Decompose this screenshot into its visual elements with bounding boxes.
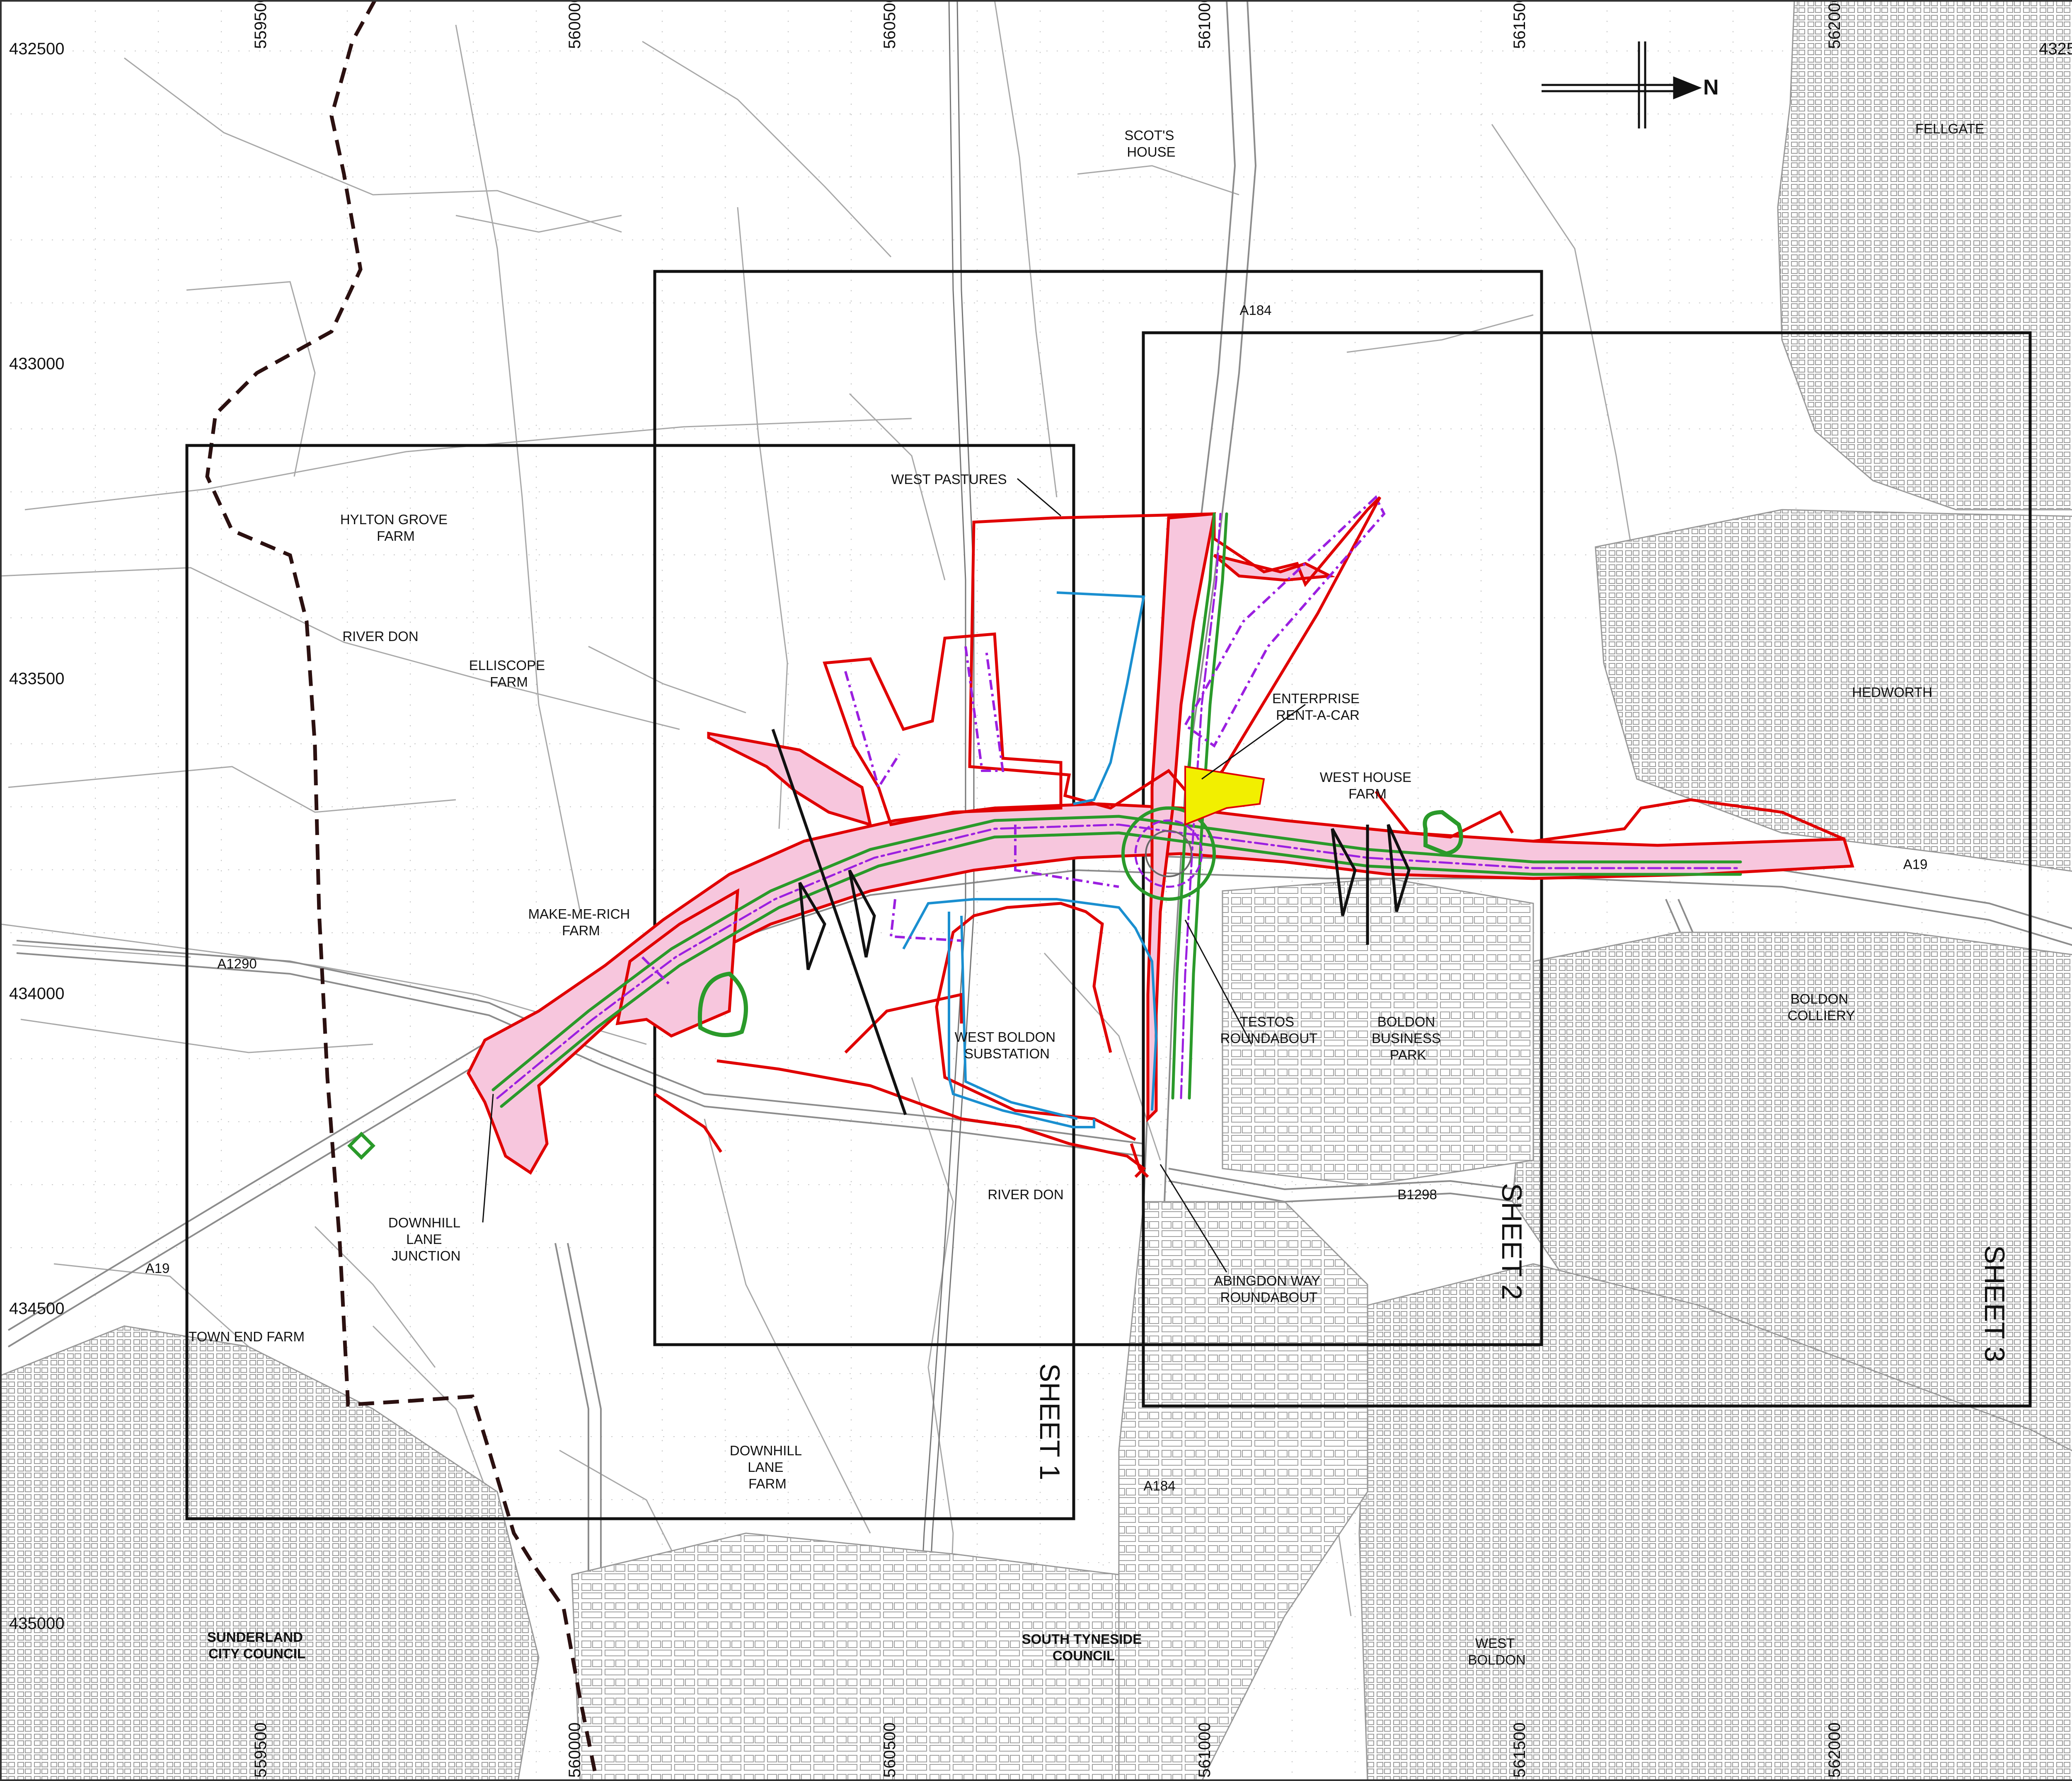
leader-lines xyxy=(482,478,1306,1273)
hedworth-urban xyxy=(1595,509,2072,872)
label-west-boldon: WEST BOLDON xyxy=(1468,1636,1525,1667)
grid-labels-bottom: 559500 560000 560500 561000 561500 56200… xyxy=(252,1723,1844,1778)
label-fellgate: FELLGATE xyxy=(1915,121,1984,136)
label-b1298: B1298 xyxy=(1397,1187,1437,1202)
label-enterprise-rent-a-car: ENTERPRISE RENT-A-CAR xyxy=(1272,691,1363,723)
grid-top-1: 560000 xyxy=(566,0,584,49)
label-a19-west: A19 xyxy=(145,1261,170,1276)
south-tyneside-strip xyxy=(571,1532,1120,1781)
grid-labels-top: 559500 560000 560500 561000 561500 56200… xyxy=(252,0,1844,49)
label-a1290: A1290 xyxy=(217,956,257,971)
grid-left-4: 434500 xyxy=(9,1299,64,1318)
label-a184-north: A184 xyxy=(1239,302,1271,318)
label-west-pastures: WEST PASTURES xyxy=(891,472,1007,487)
label-river-don-north: RIVER DON xyxy=(342,629,418,644)
grid-left-0: 432500 xyxy=(9,40,64,58)
sheet-2-label: SHEET 2 xyxy=(1496,1183,1527,1300)
label-west-house-farm: WEST HOUSE FARM xyxy=(1320,770,1415,801)
label-west-boldon-substation: WEST BOLDON SUBSTATION xyxy=(955,1029,1059,1061)
west-boldon-urban xyxy=(1358,1263,2072,1781)
grid-top-0: 559500 xyxy=(252,0,270,49)
enterprise-rent-a-car-area xyxy=(1184,765,1265,826)
label-downhill-lane-junction: DOWNHILL LANE JUNCTION xyxy=(388,1215,464,1263)
label-river-don-south: RIVER DON xyxy=(988,1187,1063,1202)
grid-left-5: 435000 xyxy=(9,1614,64,1633)
sheet-3-label: SHEET 3 xyxy=(1979,1245,2010,1362)
north-arrow xyxy=(1542,41,1702,128)
label-downhill-lane-farm: DOWNHILL LANE FARM xyxy=(730,1443,805,1491)
label-elliscope-farm: ELLISCOPE FARM xyxy=(469,658,549,690)
label-sunderland-city-council: SUNDERLAND CITY COUNCIL xyxy=(207,1629,307,1661)
grid-left-2: 433500 xyxy=(9,670,64,688)
label-make-me-rich-farm: MAKE-ME-RICH FARM xyxy=(528,906,634,938)
council-boundary xyxy=(205,0,599,1781)
fellgate-urban xyxy=(1777,0,2072,511)
watercourse xyxy=(902,591,1158,1128)
grid-labels-left: 432500 433000 433500 434000 434500 43500… xyxy=(9,40,64,1633)
sheet-3-frame xyxy=(1142,331,2032,1408)
label-hedworth: HEDWORTH xyxy=(1852,685,1932,700)
sheet-frames xyxy=(185,270,2032,1520)
place-labels: SCOT'S HOUSE FELLGATE A184 WEST PASTURES… xyxy=(145,121,1985,1667)
small-site-marker xyxy=(347,1132,375,1160)
label-boldon-business-park: BOLDON BUSINESS PARK xyxy=(1372,1014,1445,1062)
label-a19-east: A19 xyxy=(1903,857,1928,872)
grid-top-3: 561000 xyxy=(1196,0,1214,49)
temporary-works xyxy=(641,495,1386,987)
grid-bottom-4: 561500 xyxy=(1510,1723,1529,1778)
grid-bottom-1: 560000 xyxy=(566,1723,584,1778)
sheet-1-label: SHEET 1 xyxy=(1034,1363,1065,1480)
grid-left-3: 434000 xyxy=(9,985,64,1003)
grid-bottom-2: 560500 xyxy=(881,1723,899,1778)
grid-bottom-5: 562000 xyxy=(1825,1723,1844,1778)
label-abingdon-way-roundabout: ABINGDON WAY ROUNDABOUT xyxy=(1214,1273,1324,1305)
grid-top-5: 562000 xyxy=(1825,0,1844,49)
grid-top-2: 560500 xyxy=(881,0,899,49)
label-town-end-farm: TOWN END FARM xyxy=(189,1329,305,1344)
grid-right-0: 432500 xyxy=(2039,40,2072,58)
grid-bottom-3: 561000 xyxy=(1196,1723,1214,1778)
label-south-tyneside-council: SOUTH TYNESIDE COUNCIL xyxy=(1022,1631,1146,1663)
sunderland-urban xyxy=(0,1325,540,1781)
sheet-2-frame xyxy=(653,270,1543,1346)
label-hylton-grove-farm: HYLTON GROVE FARM xyxy=(340,512,451,544)
label-boldon-colliery: BOLDON COLLIERY xyxy=(1788,991,1855,1023)
testos-roundabout-works xyxy=(1121,806,1216,901)
sheet-1-frame xyxy=(185,444,1075,1520)
grid-bottom-0: 559500 xyxy=(252,1723,270,1778)
match-lines xyxy=(771,728,1411,1116)
railway xyxy=(911,0,975,1781)
slip-loops xyxy=(697,810,1463,1037)
boldon-business-park xyxy=(1222,878,1534,1186)
label-scots-house: SCOT'S HOUSE xyxy=(1124,128,1178,160)
grid-left-1: 433000 xyxy=(9,355,64,373)
north-label: N xyxy=(1703,75,1719,99)
label-testos-roundabout: TESTOS ROUNDABOUT xyxy=(1220,1014,1318,1046)
a184-south-urban xyxy=(1118,1201,1368,1781)
grid-labels-right: 432500 433000 433500 434000 434500 43500… xyxy=(2039,40,2072,58)
grid-top-4: 561500 xyxy=(1510,0,1529,49)
label-a184-south: A184 xyxy=(1143,1478,1175,1493)
